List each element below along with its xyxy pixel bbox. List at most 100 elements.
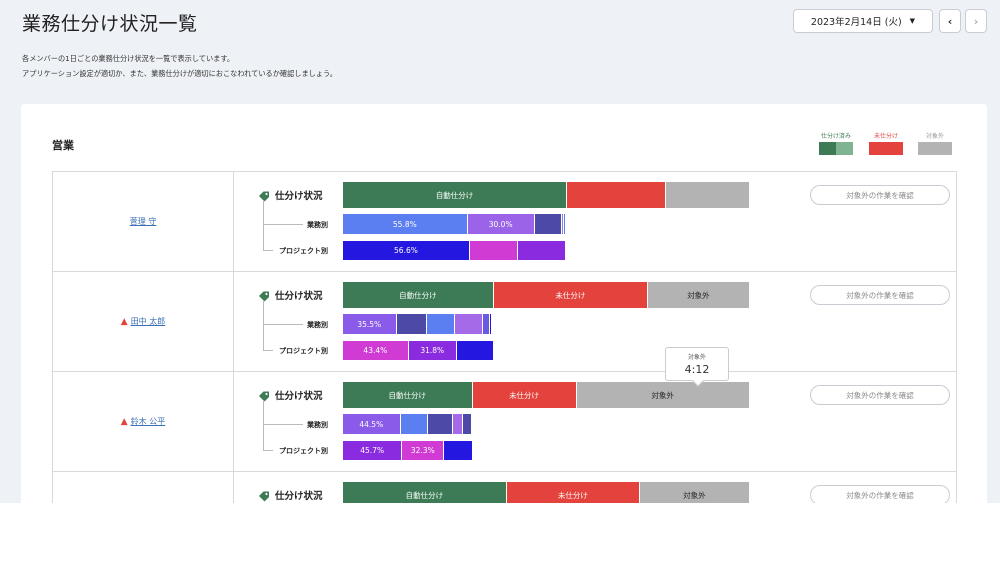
main-bar-segment[interactable]: 自動仕分け: [343, 182, 568, 208]
tree-connector-line: [263, 450, 273, 451]
work-bar-segment[interactable]: 35.5%: [343, 314, 397, 334]
member-name-cell: ▲田中 太郎: [53, 272, 234, 371]
confirm-excluded-button[interactable]: 対象外の作業を確認: [810, 185, 950, 205]
tree-connector-line: [263, 300, 264, 350]
date-value: 2023年2月14日 (火): [810, 17, 902, 28]
work-bar-segment[interactable]: 44.5%: [343, 414, 401, 434]
project-bar-segment[interactable]: [444, 441, 473, 460]
main-bar-segment[interactable]: 自動仕分け: [343, 282, 494, 308]
chevron-left-icon: ‹: [947, 14, 953, 28]
main-bar-segment[interactable]: 未仕分け: [472, 382, 577, 408]
tree-connector-line: [263, 250, 273, 251]
main-bar-segment[interactable]: [567, 182, 667, 208]
work-bar: 35.5%: [343, 314, 492, 334]
work-bar: 44.5%: [343, 414, 474, 434]
work-bar-segment[interactable]: [428, 414, 453, 434]
member-name-link[interactable]: 菅理 守: [129, 217, 157, 226]
project-bar-segment[interactable]: 45.7%: [343, 441, 403, 460]
work-bar-segment[interactable]: [462, 414, 472, 434]
work-bar-segment[interactable]: [427, 314, 456, 334]
project-bar-segment[interactable]: 32.3%: [402, 441, 445, 460]
main-bar-segment[interactable]: 対象外: [639, 482, 750, 503]
sorting-status-label: 仕分け状況: [275, 191, 323, 202]
sorting-status-label: 仕分け状況: [275, 391, 323, 402]
work-bar-segment[interactable]: [490, 314, 492, 334]
project-bar-segment[interactable]: 56.6%: [343, 241, 470, 260]
project-bar-segment[interactable]: 31.8%: [408, 341, 457, 360]
tree-connector-line: [263, 200, 264, 250]
tree-connector-line: [263, 424, 303, 425]
work-bar-segment[interactable]: [400, 414, 429, 434]
confirm-excluded-button[interactable]: 対象外の作業を確認: [810, 285, 950, 305]
warning-icon: ▲: [120, 416, 128, 427]
member-row: ▲鈴木 公平 仕分け状況業務別プロジェクト別 自動仕分け未仕分け対象外 44.5% 45…: [53, 372, 956, 472]
main-bar: 自動仕分け未仕分け対象外: [343, 382, 750, 408]
legend-sorted: 仕分け済み: [819, 131, 853, 155]
main-bar-segment[interactable]: 未仕分け: [493, 282, 649, 308]
legend-unsorted-swatch: [869, 142, 903, 155]
work-bar-segment[interactable]: [471, 414, 474, 434]
warning-icon: ▲: [120, 316, 128, 327]
main-bar-segment[interactable]: 対象外: [576, 382, 750, 408]
project-bar-segment[interactable]: [518, 241, 567, 260]
project-bar-segment[interactable]: 43.4%: [343, 341, 409, 360]
main-bar-segment[interactable]: 未仕分け: [506, 482, 640, 503]
main-bar: 自動仕分け: [343, 182, 750, 208]
legend-unsorted-label: 未仕分け: [873, 133, 898, 140]
section-title: 営業: [52, 139, 74, 152]
project-bar: 43.4%31.8%: [343, 341, 494, 360]
work-bar-segment[interactable]: [482, 314, 491, 334]
main-bar-segment[interactable]: 対象外: [648, 282, 750, 308]
chevron-right-icon: ›: [973, 14, 979, 28]
date-select[interactable]: 2023年2月14日 (火) ▼: [793, 9, 933, 33]
section-card: 営業 仕分け済み 未仕分け 対象外 菅理 守仕分け状況業務別プロジェクト別自動仕…: [21, 104, 987, 503]
member-name-link[interactable]: 鈴木 公平: [130, 417, 166, 426]
tag-icon: [258, 187, 270, 202]
by-work-label: 業務別: [307, 321, 328, 329]
sorting-status-label: 仕分け状況: [275, 291, 323, 302]
tooltip: 対象外 4:12: [665, 347, 729, 387]
by-work-label: 業務別: [307, 221, 328, 229]
description-line-2: アプリケーション設定が適切か、また、業務仕分けが適切におこなわれているか確認しま…: [22, 69, 337, 78]
main-bar-segment[interactable]: [666, 182, 750, 208]
member-name-cell: 菅理 守: [53, 172, 234, 271]
member-row: 菅理 守 仕分け状況業務別プロジェクト別 自動仕分け 55.8%30.0% 56.6% 対…: [53, 172, 956, 272]
work-bar-segment[interactable]: [452, 414, 463, 434]
work-bar-segment[interactable]: [562, 214, 565, 234]
project-bar-segment[interactable]: [469, 241, 519, 260]
prev-day-button[interactable]: ‹: [939, 9, 961, 33]
by-work-label: 業務別: [307, 421, 328, 429]
member-row: 仕分け状況自動仕分け未仕分け対象外対象外の作業を確認: [53, 472, 956, 503]
confirm-excluded-button[interactable]: 対象外の作業を確認: [810, 385, 950, 405]
tree-connector-line: [263, 224, 303, 225]
by-project-label: プロジェクト別: [279, 347, 328, 355]
main-bar: 自動仕分け未仕分け対象外: [343, 282, 750, 308]
legend-excluded-label: 対象外: [925, 133, 944, 140]
tooltip-value: 4:12: [684, 363, 710, 376]
legend-excluded-swatch: [918, 142, 952, 155]
main-bar-segment[interactable]: 自動仕分け: [343, 382, 473, 408]
tag-icon: [258, 487, 270, 502]
project-bar: 45.7%32.3%: [343, 441, 473, 460]
work-bar-segment[interactable]: [534, 214, 563, 234]
work-bar-segment[interactable]: [396, 314, 428, 334]
by-project-label: プロジェクト別: [279, 447, 328, 455]
work-bar-segment[interactable]: [455, 314, 483, 334]
work-bar-segment[interactable]: 30.0%: [467, 214, 535, 234]
legend-sorted-label: 仕分け済み: [820, 133, 851, 140]
work-bar-segment[interactable]: [564, 214, 567, 234]
legend-color-chip: [918, 142, 952, 155]
main-bar-segment[interactable]: 自動仕分け: [343, 482, 507, 503]
member-name-link[interactable]: 田中 太郎: [130, 317, 166, 326]
next-day-button[interactable]: ›: [965, 9, 987, 33]
confirm-excluded-button[interactable]: 対象外の作業を確認: [810, 485, 950, 503]
work-bar-segment[interactable]: 55.8%: [343, 214, 468, 234]
member-name-cell: ▲鈴木 公平: [53, 372, 234, 471]
app-window: 業務仕分け状況一覧 2023年2月14日 (火) ▼ ‹ › 各メンバーの1日ご…: [0, 0, 1000, 503]
tag-icon: [258, 287, 270, 302]
by-project-label: プロジェクト別: [279, 247, 328, 255]
legend-color-chip: [869, 142, 903, 155]
work-bar: 55.8%30.0%: [343, 214, 567, 234]
project-bar: 56.6%: [343, 241, 567, 260]
project-bar-segment[interactable]: [456, 341, 494, 360]
